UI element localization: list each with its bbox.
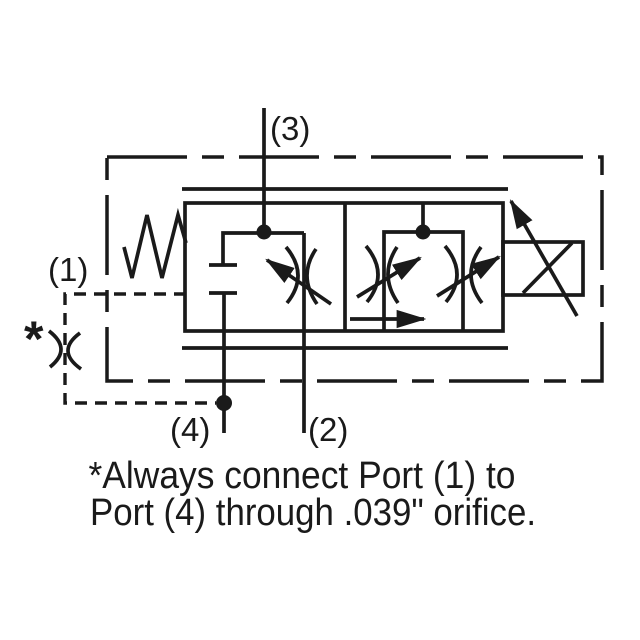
spring-symbol [122, 207, 188, 279]
left-section-bridge-line [221, 231, 304, 265]
proportional-adjustment-arrow [509, 199, 579, 317]
solenoid-box [501, 240, 585, 297]
pilot-orifice-symbol [47, 329, 83, 371]
flow-arrow-up-right-2 [436, 255, 501, 298]
footnote-asterisk-marker: * [24, 311, 44, 367]
port4-label: (4) [170, 411, 210, 448]
valve-enclosure-dashed-border [105, 155, 604, 383]
footnote-line-2: Port (4) through .039" orifice. [90, 492, 536, 534]
port1-label: (1) [48, 251, 88, 288]
variable-orifice-arcs-right-1 [364, 244, 400, 305]
pilot-line-port1-to-port4 [63, 292, 216, 405]
port3-label: (3) [270, 110, 310, 147]
flow-arrow-up-right-1 [356, 256, 422, 299]
variable-orifice-arcs-left-section [284, 245, 319, 306]
right-spool-section [350, 203, 501, 331]
proportional-solenoid-symbol [501, 199, 585, 317]
footnote-line-1: *Always connect Port (1) to [89, 455, 516, 497]
port2-label: (2) [308, 411, 348, 448]
left-spool-section [209, 231, 333, 306]
flow-arrow-up-left [265, 258, 333, 306]
port4-junction-dot [216, 395, 232, 411]
